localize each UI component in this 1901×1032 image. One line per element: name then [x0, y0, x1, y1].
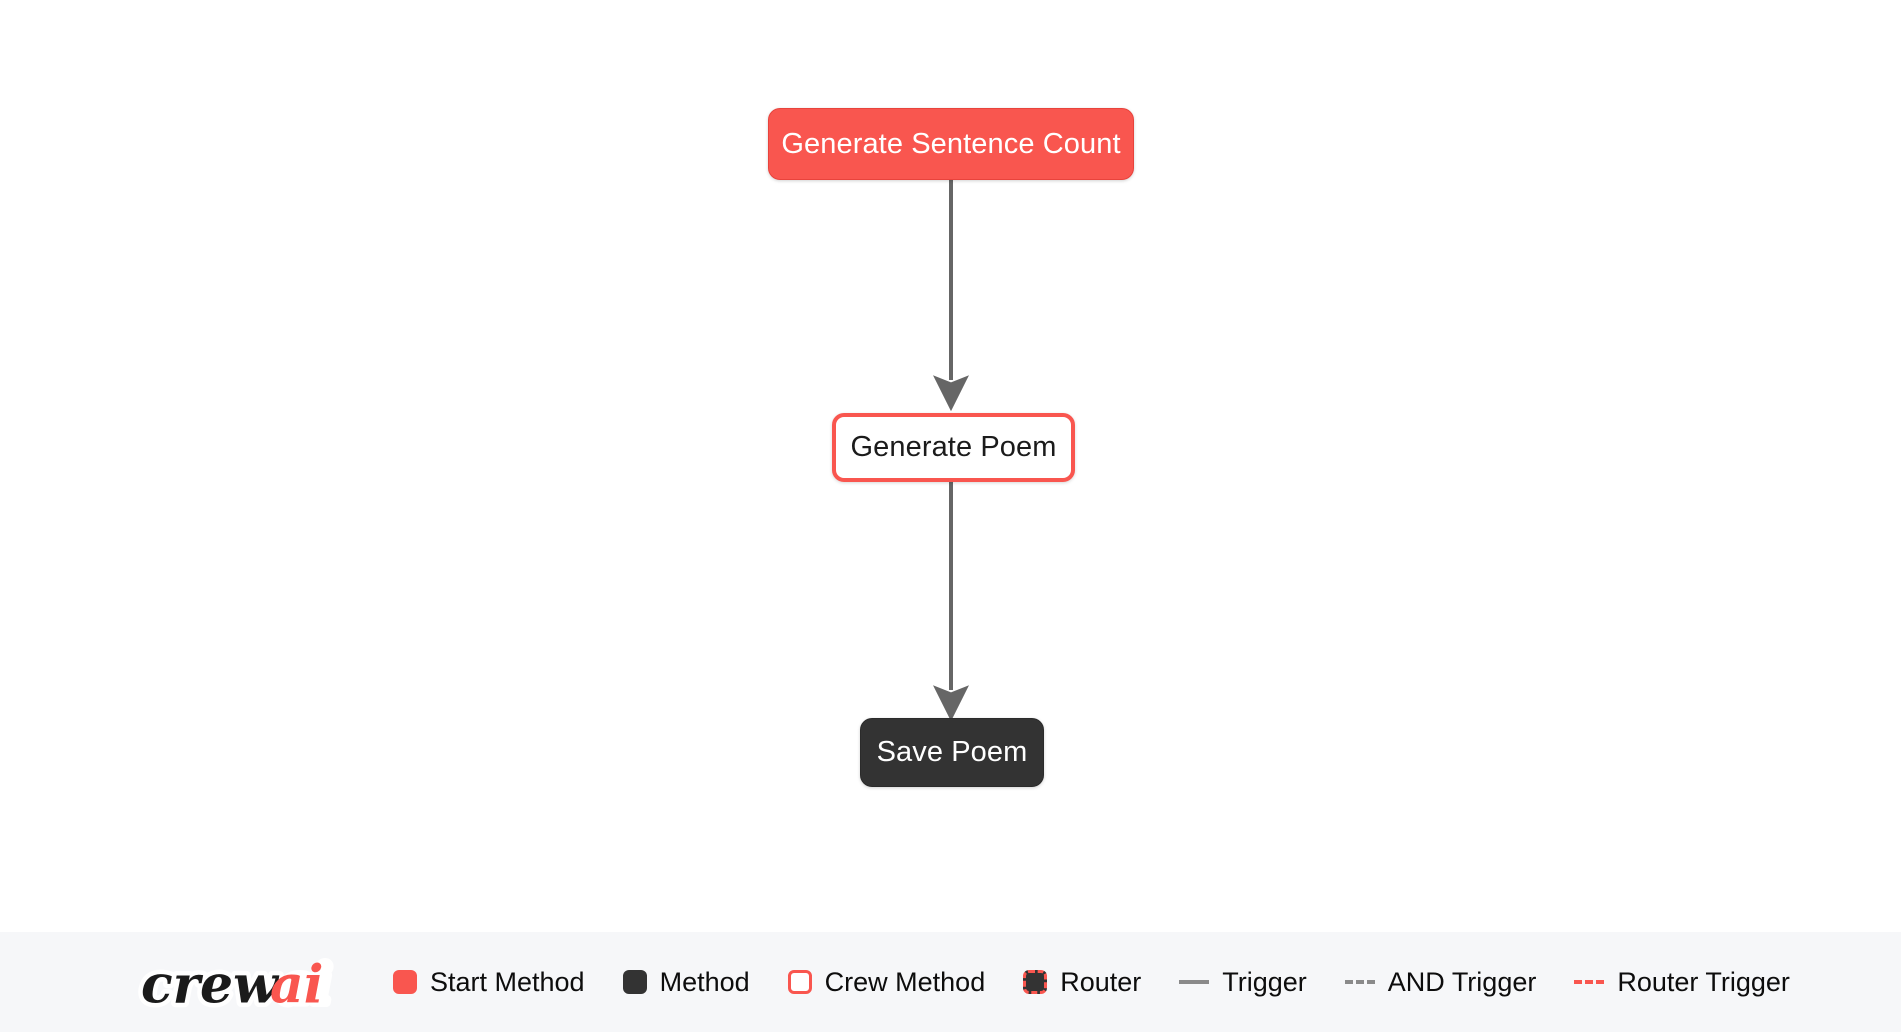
legend-label-start-method: Start Method — [430, 966, 585, 997]
legend-bar: crewai crew ai Start Method Method Crew … — [0, 932, 1901, 1032]
legend-item-router: Router — [1023, 966, 1142, 997]
crewai-logo-outline: crewai — [141, 955, 331, 1016]
legend-label-crew-method: Crew Method — [824, 966, 986, 997]
method-swatch-icon — [622, 970, 647, 994]
router-swatch-icon — [1023, 970, 1048, 994]
and-trigger-line-icon — [1344, 980, 1375, 984]
legend-label-router-trigger: Router Trigger — [1617, 966, 1790, 997]
crewai-logo: crewai crew ai — [137, 950, 336, 1017]
legend-item-start-method: Start Method — [393, 966, 585, 997]
crewai-logo-text-primary: crew — [141, 955, 280, 1016]
router-trigger-line-icon — [1574, 980, 1605, 984]
start-method-swatch-icon — [393, 970, 417, 994]
crew-method-swatch-icon — [787, 970, 812, 994]
legend-item-trigger: Trigger — [1179, 966, 1307, 997]
legend-item-crew-method: Crew Method — [787, 966, 986, 997]
legend-label-router: Router — [1060, 966, 1142, 997]
flow-canvas[interactable]: Generate Sentence Count Generate Poem Sa… — [0, 0, 1901, 932]
legend-item-method: Method — [622, 966, 750, 997]
crewai-logo-text-accent: ai — [270, 955, 323, 1016]
flow-node-generate-poem[interactable]: Generate Poem — [832, 413, 1075, 482]
legend-label-trigger: Trigger — [1222, 966, 1307, 997]
legend-label-and-trigger: AND Trigger — [1387, 966, 1537, 997]
flow-node-generate-sentence-count[interactable]: Generate Sentence Count — [768, 108, 1134, 180]
legend-item-and-trigger: AND Trigger — [1344, 966, 1537, 997]
trigger-line-icon — [1179, 980, 1210, 984]
flow-node-save-poem[interactable]: Save Poem — [860, 718, 1044, 787]
legend-item-router-trigger: Router Trigger — [1574, 966, 1790, 997]
legend-label-method: Method — [659, 966, 750, 997]
